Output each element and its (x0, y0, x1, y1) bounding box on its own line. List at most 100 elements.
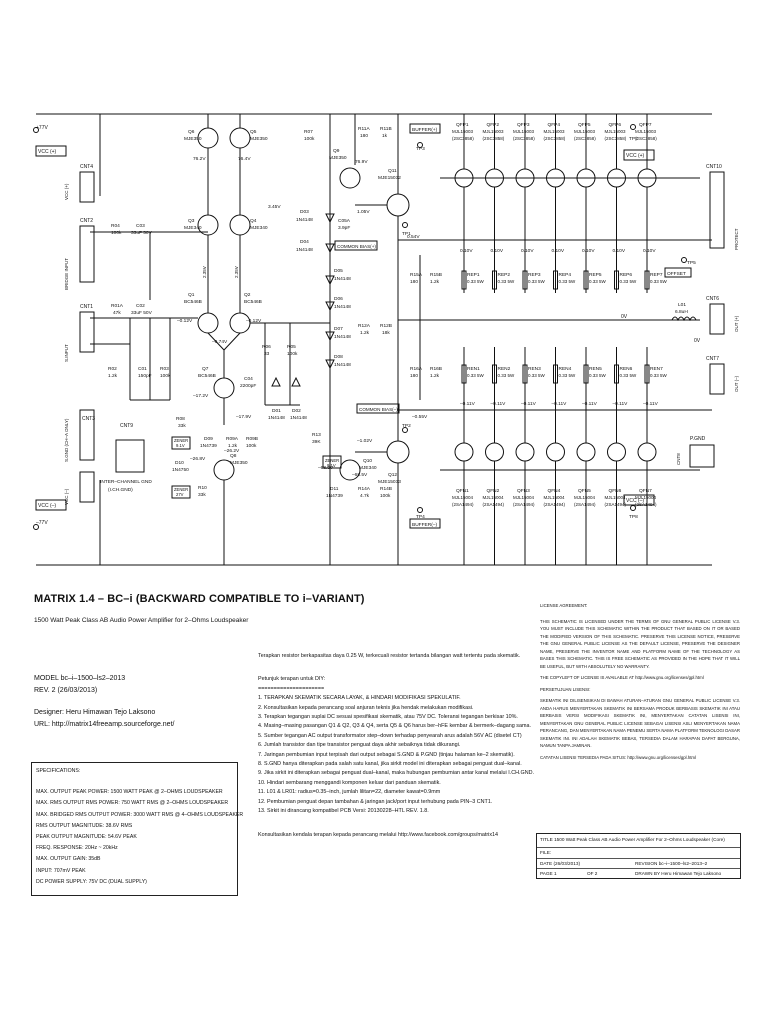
license-catatan[interactable]: CATATAN LISENSI TERSEDIA PADA SITUS: htt… (540, 754, 696, 760)
q6-part: MJE350 (184, 136, 202, 142)
q12-part: MJE15033 (378, 479, 401, 485)
note-item: 13. Sirkit ini dirancang kompatibel PCB … (258, 808, 429, 815)
d02-label: D02 (292, 408, 301, 414)
emitter-resistor-label: REN4 (559, 366, 572, 372)
v-3-45: 3.45V (268, 204, 281, 210)
emitter-resistor-label: REN1 (467, 366, 480, 372)
output-transistor-label: QFN6 (609, 488, 622, 494)
inter-channel-1: INTER–CHANNEL GND (100, 479, 152, 485)
cnt3-label: CNT3 (82, 416, 95, 422)
output-transistor-label: QFP6 (609, 122, 622, 128)
vcc-plus-vertical: VCC (+) (64, 183, 69, 200)
d01-label: D01 (272, 408, 281, 414)
bridge-input-vertical: BRIDGE INPUT (64, 258, 69, 290)
output-transistor-part: MJL15003 (574, 129, 596, 134)
r05-label: R05 (287, 344, 296, 350)
output-transistor-label: QFP1 (456, 122, 469, 128)
spec-line: FREQ. RESPONSE: 20Hz ~ 20kHz (36, 845, 118, 852)
r05-value: 100k (287, 351, 298, 357)
d02-value: 1N4148 (290, 415, 307, 421)
r16a-value: 180 (410, 373, 418, 379)
r01a-label: R01A (111, 303, 124, 309)
output-transistor-alt: (2SC3858) (452, 136, 474, 141)
vcc-neg-box-right: VCC (–) (626, 498, 644, 504)
title-block-date: DATE (26/03/2013) (540, 861, 581, 866)
q9-label: Q9 (333, 148, 340, 154)
output-transistor-part: MJL15004 (483, 495, 505, 500)
emitter-resistor-label: REN5 (589, 366, 602, 372)
r04-label: R04 (111, 223, 120, 229)
d07-value: 1N4148 (334, 334, 351, 340)
q11-part: MJE15032 (378, 175, 401, 181)
license-copyleft[interactable]: THE COPYLEFT OF LICENSE IS AVAILABLE AT … (540, 675, 704, 680)
contact-note[interactable]: Konsultasikan kendala terapan kepada per… (258, 831, 499, 838)
emitter-voltage: 0.10V (643, 248, 656, 254)
v-minus-0-12-right: –0.12V (246, 318, 262, 324)
emitter-resistor-value: 0.33 5W (559, 279, 577, 284)
v-minus-1-02: –1.02V (357, 438, 373, 444)
emitter-resistor-value: 0.33 5W (559, 373, 577, 378)
emitter-resistor-value: 0.33 5W (620, 279, 638, 284)
v-76-9: 76.9V (355, 159, 368, 165)
c02-value: 33uF 50V (131, 310, 153, 316)
r11a-value: 180 (360, 133, 368, 139)
r11b-label: R11B (380, 126, 392, 132)
cnt9-label: CNT9 (120, 423, 133, 429)
output-transistor-label: QFP7 (639, 122, 652, 128)
emitter-resistor-value: 0.33 5W (528, 373, 546, 378)
d04-value: 1N4148 (296, 247, 313, 253)
output-transistor-symbol (515, 442, 535, 462)
r14b-label: R14B (380, 486, 392, 492)
output-transistor-part: MJL15004 (513, 495, 535, 500)
diy-notes: Terapkan resistor berkapasitas daya 0.25… (258, 652, 534, 840)
d06-label: D06 (334, 296, 343, 302)
q5-label: Q5 (250, 129, 257, 135)
output-transistor-part: MJL15004 (574, 495, 596, 500)
v-76-2: 76.2V (193, 156, 206, 162)
output-transistor-alt: (2SA1494) (513, 502, 535, 507)
tp2-label: TP2 (402, 423, 411, 429)
q3-label: Q3 (188, 218, 195, 224)
tp7-label: TP7 (629, 136, 638, 142)
note-item: 11. L01 & LR01: radius=0.35–inch, jumlah… (258, 789, 441, 796)
zener1-label: ZENER (174, 438, 188, 443)
url-line[interactable]: URL: http://matrix14freeamp.sourceforge.… (34, 721, 175, 728)
q10-part: MJE340 (359, 465, 377, 471)
output-transistor-part: MJL15003 (513, 129, 535, 134)
license-heading-id: PERSETUJUAN LISENSI: (540, 686, 591, 692)
output-transistor-label: QFP5 (578, 122, 591, 128)
r06-label: R06 (262, 344, 271, 350)
emitter-resistor-value: 0.33 5W (467, 373, 485, 378)
cnt2-label: CNT2 (80, 218, 93, 224)
emitter-resistor-label: REP6 (620, 272, 633, 278)
v-minus-26-8: –26.8V (190, 456, 206, 462)
d05-value: 1N4148 (334, 276, 351, 282)
vcc-minus-vertical: VCC (–) (64, 488, 69, 505)
cnt10-label: CNT10 (706, 164, 722, 170)
r09b-value: 100k (246, 443, 257, 449)
output-transistor-symbol (546, 442, 565, 462)
emitter-resistor-symbol (614, 270, 619, 290)
rail-neg-label: –77V (36, 520, 48, 526)
out-zero-volt: 0V (694, 338, 701, 344)
license-paragraph-id: SKEMATIK INI DILISENSIKAN DI BAWAH ATURA… (540, 698, 740, 748)
output-transistor-label: QFP3 (517, 122, 530, 128)
q6-label: Q6 (188, 129, 195, 135)
notes-list: 1. TERAPKAN SKEMATIK SECARA LAYAK, & HIN… (258, 694, 534, 816)
common-bias-plus: COMMON BIAS(+) (337, 244, 376, 249)
r03-value: 100k (160, 373, 171, 379)
designer-line: Designer: Heru Himawan Tejo Laksono (34, 709, 156, 716)
q11-label: Q11 (388, 168, 397, 174)
note-item: 5. Sumber tegangan AC output transformat… (258, 732, 522, 739)
output-transistor-symbol (576, 442, 596, 462)
title-block-of: OF 2 (587, 871, 598, 876)
output-transistor-part: MJL15003 (544, 129, 566, 134)
zener2-label: ZENER (174, 487, 188, 492)
cnt8-vertical: CNT8 (676, 453, 681, 465)
d07-label: D07 (334, 326, 343, 332)
c05a-value: 3.9pF (338, 225, 350, 231)
emitter-resistor-value: 0.33 5W (498, 373, 516, 378)
v-0-54: 0.54V (407, 234, 420, 240)
d05-label: D05 (334, 268, 343, 274)
